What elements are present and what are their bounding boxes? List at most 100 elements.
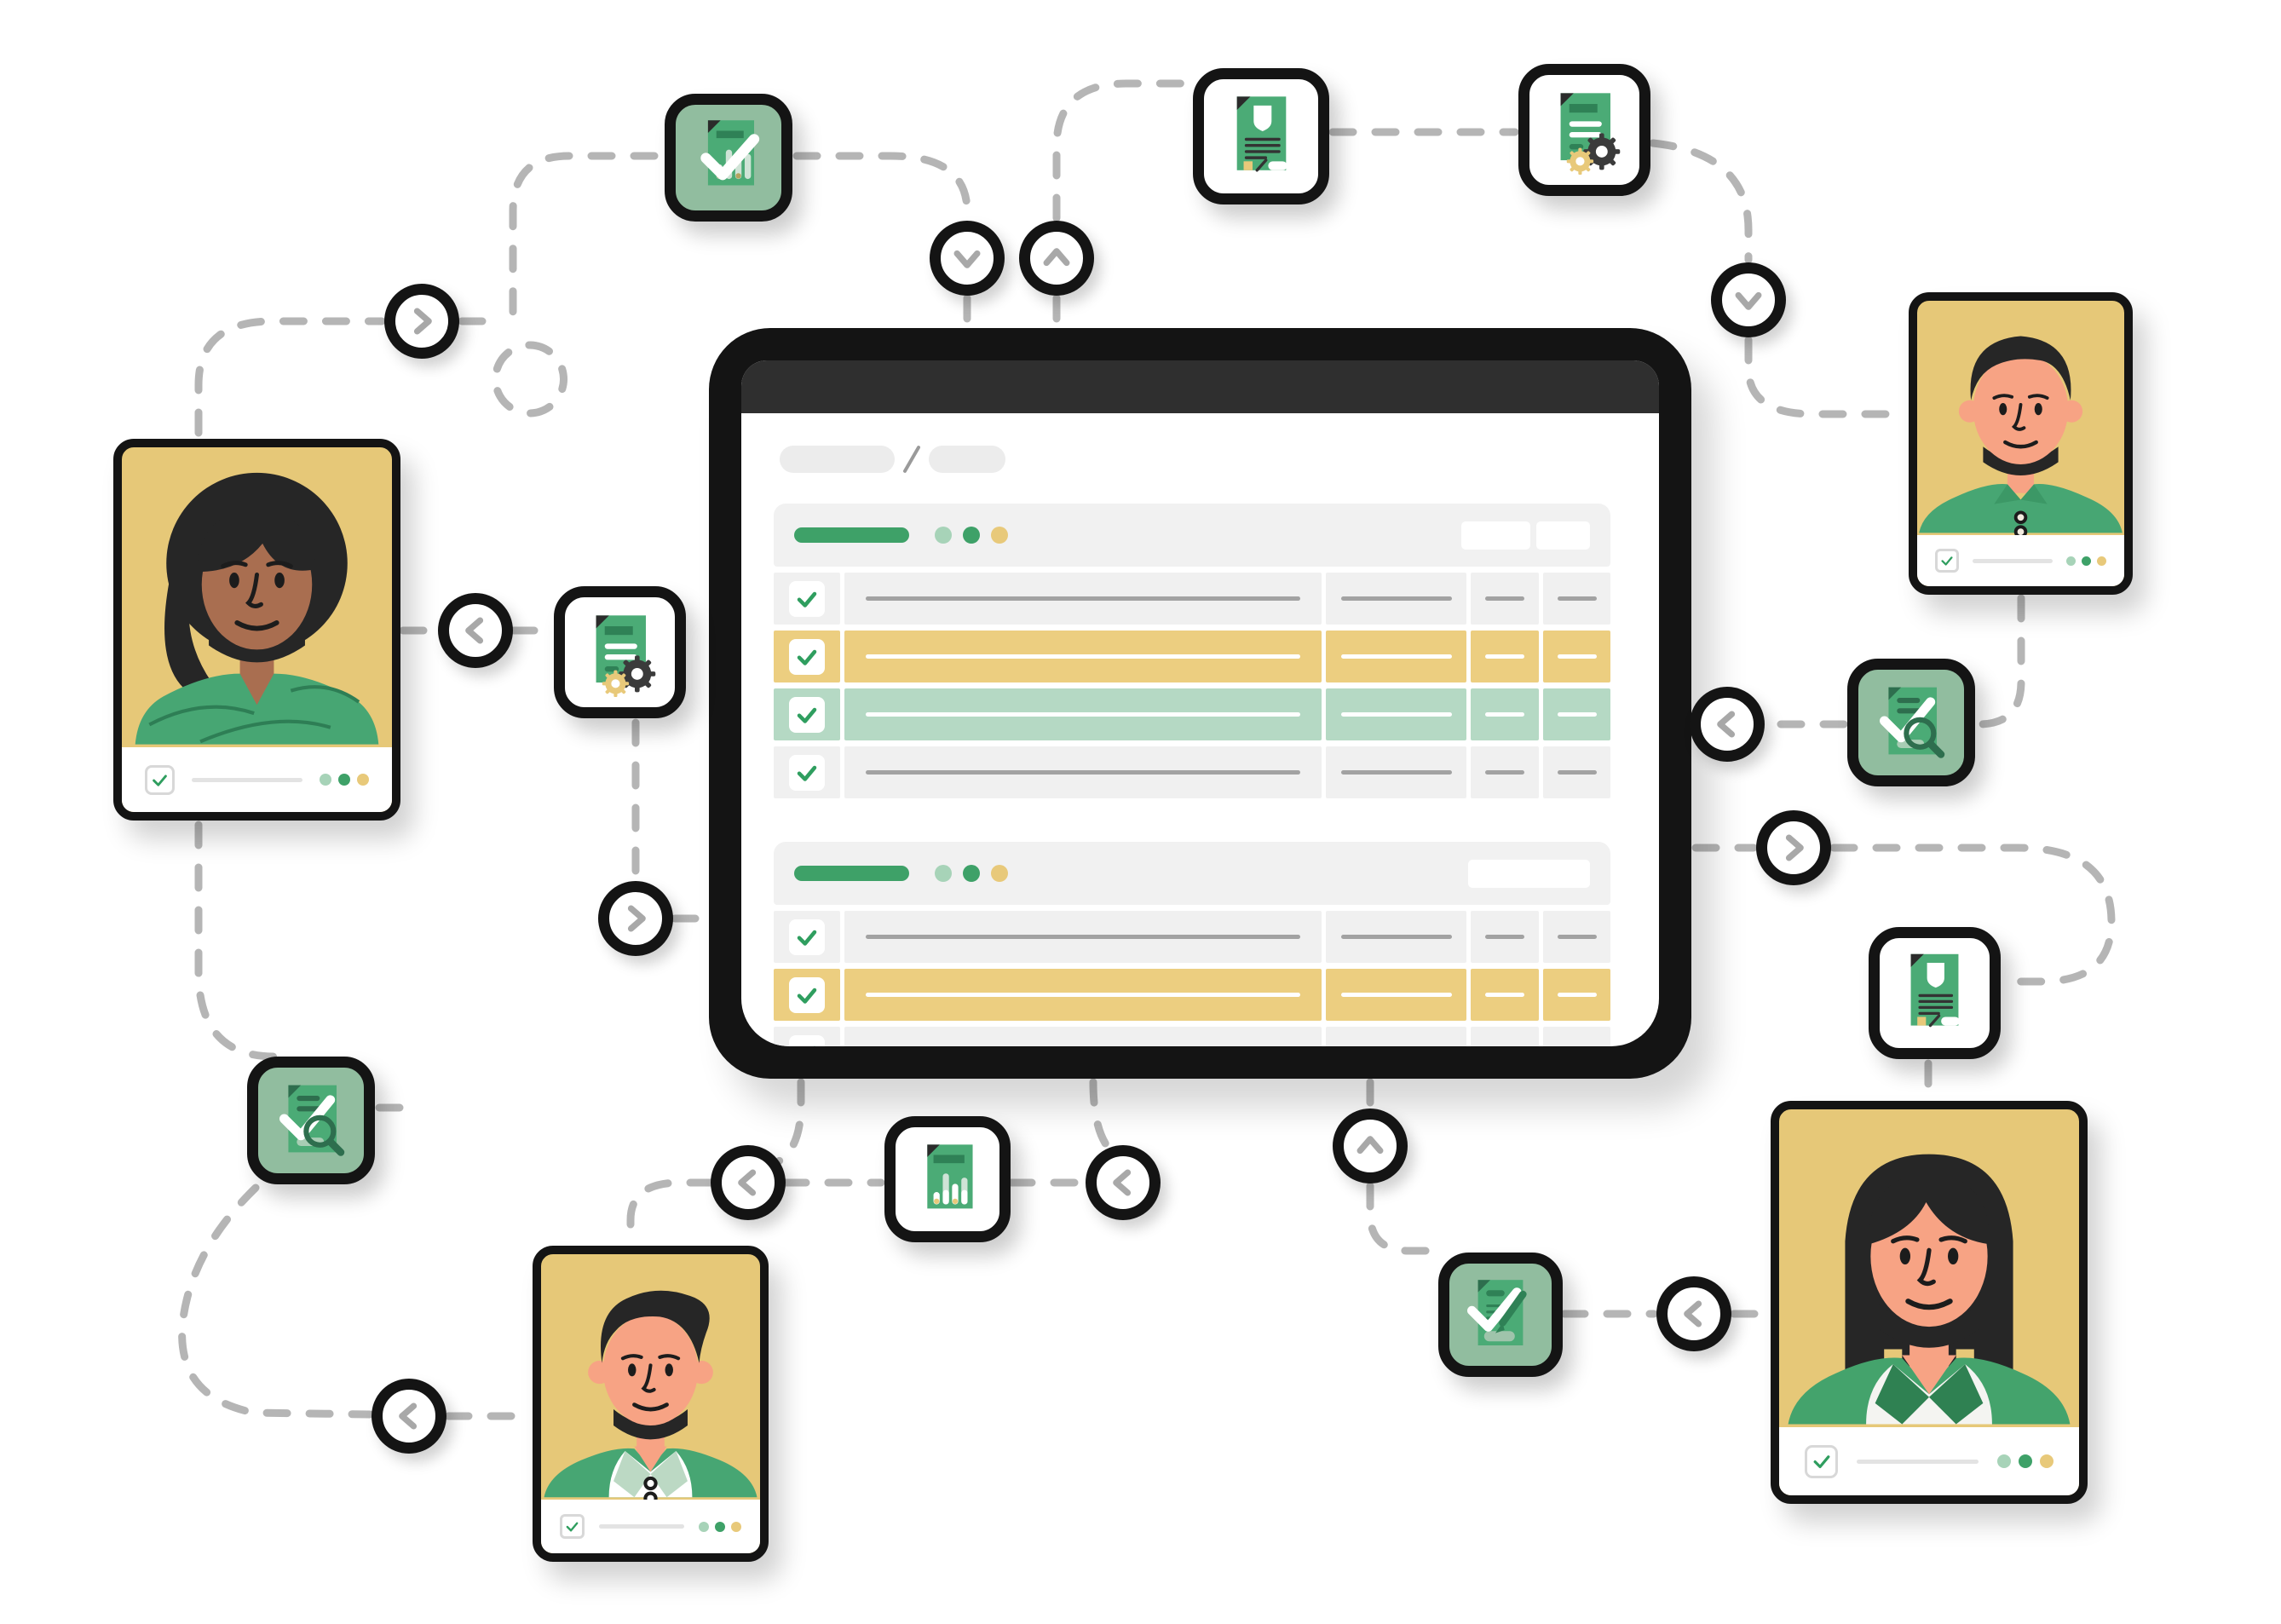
check-icon [1813,1455,1829,1469]
header-buttons [1461,521,1590,550]
portrait-woman-afro-photo [122,447,392,747]
footer-status-dots [320,774,369,786]
table-cell [844,969,1322,1021]
chevron-left-icon [1684,1300,1702,1327]
row-checkbox[interactable] [789,754,825,791]
header-button-1[interactable] [1461,521,1530,550]
footer-checkbox[interactable] [1935,549,1959,573]
footer-placeholder-line [1973,558,2053,563]
footer-checkbox[interactable] [560,1514,585,1539]
table-cell [1543,746,1610,798]
row-checkbox[interactable] [789,976,825,1013]
document-review-icon-left [247,1057,375,1184]
status-dot-yellow [357,774,369,786]
check-icon [153,774,167,786]
chevron-down-icon [953,250,981,268]
report-chart-icon [884,1116,1011,1242]
footer-placeholder-line [1857,1459,1979,1464]
contract-document-icon [1193,68,1329,204]
portrait-man-quiff [533,1246,769,1562]
document-settings-icon-top [1518,64,1650,196]
status-dot-green [715,1521,725,1532]
row-checkbox[interactable] [789,638,825,675]
flow-arrow-left [372,1379,446,1454]
flow-arrow-down [930,221,1005,296]
status-dot-light-green [699,1521,709,1532]
table-cell [1471,746,1539,798]
dashed-connector [626,1178,715,1247]
status-dots [935,865,1008,882]
table-cell [844,746,1322,798]
chevron-left-icon [1113,1169,1132,1196]
status-dot-green [2082,556,2091,566]
breadcrumb-separator [902,445,921,474]
woman-bob-illustration [1788,1154,2071,1425]
table-cell [844,911,1322,963]
task-table-upper-header [774,504,1610,567]
task-table-lower-header [774,842,1610,905]
table-cell [1471,688,1539,740]
dashed-connector [1366,1182,1439,1255]
placeholder-text-line [866,654,1300,659]
table-row-yellow [774,969,1610,1021]
portrait-woman-bob [1771,1101,2088,1504]
portrait-woman-afro-footer [122,747,392,812]
table-cell [844,573,1322,625]
table-row-gray [774,1027,1610,1046]
check-icon [813,1045,816,1046]
table-cell [774,746,840,798]
chevron-left-icon [465,617,484,644]
status-dot-yellow [2040,1454,2053,1468]
report-approved-icon [665,94,792,222]
table-cell [1326,746,1466,798]
portrait-man-short-hair [1909,292,2133,595]
dashed-connector [1744,336,1909,418]
placeholder-text-line [1557,993,1597,997]
footer-placeholder-line [599,1524,684,1529]
placeholder-text-line [1557,596,1597,601]
row-checkbox[interactable] [789,919,825,955]
table-cell [1471,1027,1539,1046]
flow-arrow-right [598,881,673,956]
portrait-man-quiff-photo [541,1254,760,1500]
portrait-woman-bob-footer [1779,1427,2079,1495]
doc-gears-icon [1560,93,1621,176]
table-cell [774,1027,840,1046]
row-checkbox[interactable] [789,580,825,617]
document-settings-icon-left [554,586,686,718]
footer-status-dots [1997,1454,2053,1468]
placeholder-text-line [1340,596,1452,601]
placeholder-text-line [866,993,1300,997]
footer-checkbox[interactable] [1805,1444,1838,1478]
header-button-2[interactable] [1536,521,1590,550]
table-cell [1471,631,1539,682]
doc-certificate-icon [1910,953,1960,1028]
flow-arrow-left [1086,1145,1161,1220]
header-button-1[interactable] [1468,859,1590,888]
row-checkbox[interactable] [789,696,825,733]
doc-chart-icon [926,1143,973,1208]
section-title-pill [794,527,909,543]
table-cell [774,631,840,682]
check-icon [797,930,817,946]
table-row-green [774,688,1610,740]
dashed-connector [509,152,659,318]
footer-placeholder-line [192,777,302,782]
placeholder-text-line [866,770,1300,775]
doc-check-pen-icon [1467,1280,1527,1345]
status-dots [935,527,1008,544]
status-dot-yellow [991,865,1008,882]
flow-arrow-left [438,593,513,668]
document-sign-approve-icon [1438,1253,1563,1377]
footer-checkbox[interactable] [145,764,175,795]
breadcrumb-pill-2[interactable] [929,446,1005,473]
section-title-pill [794,866,909,881]
placeholder-text-line [1340,654,1452,659]
footer-status-dots [2066,556,2106,566]
row-checkbox[interactable] [789,1034,825,1046]
placeholder-text-line [1485,993,1524,997]
breadcrumb-pill-1[interactable] [780,446,895,473]
table-cell [844,688,1322,740]
table-cell [1326,1027,1466,1046]
table-row-gray [774,746,1610,798]
